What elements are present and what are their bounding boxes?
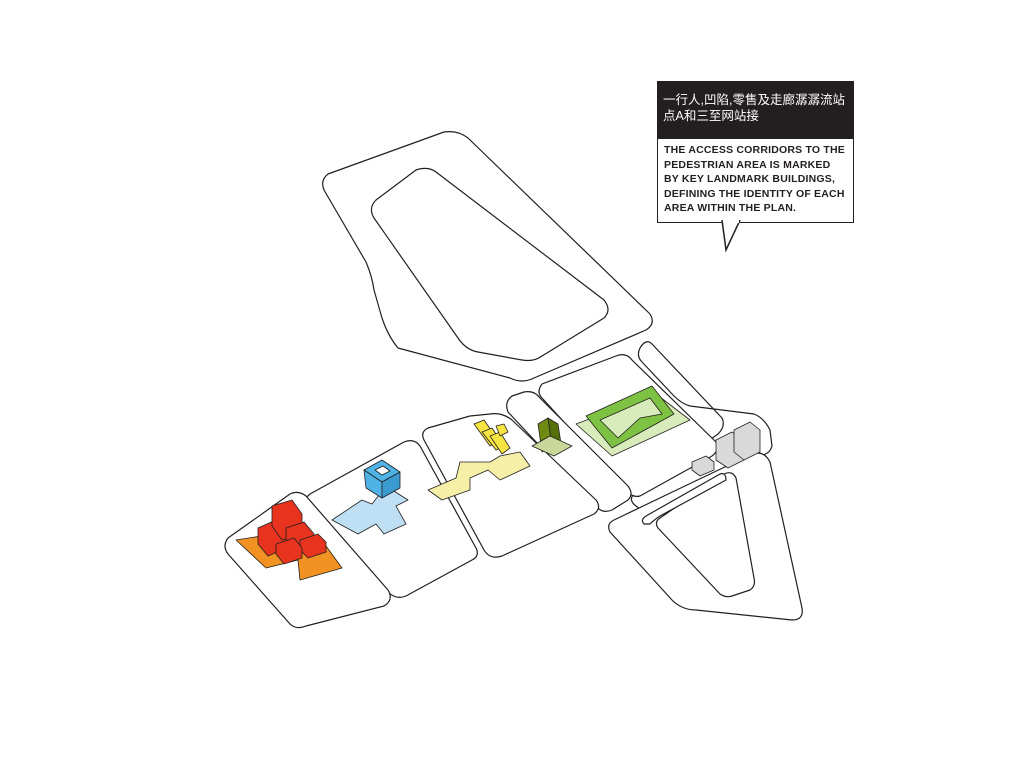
north-block-inner	[370, 167, 609, 362]
annotation-callout: 一行人,凹陷,零售及走廊潺潺流站 点A和三至网站接 THE ACCESS COR…	[657, 81, 854, 223]
blue-tower-right	[381, 471, 401, 499]
green-landmark-group	[575, 385, 691, 457]
callout-title-line-1: 一行人,凹陷,零售及走廊潺潺流站	[663, 93, 845, 107]
yellow-building-3	[489, 431, 511, 455]
callout-body-line-3: BY KEY LANDMARK BUILDINGS,	[664, 173, 836, 185]
callout-title: 一行人,凹陷,零售及走廊潺潺流站 点A和三至网站接	[657, 81, 854, 139]
red-landmark-group	[235, 499, 343, 581]
red-building-5	[275, 537, 303, 565]
grey-building-2	[733, 421, 761, 461]
callout-body-line-4: DEFINING THE IDENTITY OF EACH	[664, 187, 845, 200]
yellow-landmark-group	[427, 419, 531, 501]
callout-pointer	[721, 220, 741, 253]
callout-title-line-2: 点A和三至网站接	[663, 109, 759, 123]
olive-landmark-group	[531, 417, 573, 457]
olive-tower-block	[506, 391, 632, 512]
blue-landmark-group	[331, 459, 409, 535]
blue-base	[331, 485, 409, 535]
callout-body-line-1: THE ACCESS CORRIDORS TO THE	[664, 144, 845, 156]
yellow-building-4	[495, 423, 509, 437]
yellow-block	[422, 413, 600, 558]
blue-tower-void	[374, 465, 391, 476]
south-wedge	[641, 473, 727, 525]
grey-landmark-group	[691, 421, 761, 477]
callout-body-line-2: PEDESTRIAN AREA IS MARKED	[664, 158, 831, 171]
callout-body: THE ACCESS CORRIDORS TO THE PEDESTRIAN A…	[657, 139, 854, 223]
callout-body-line-5: AREA WITHIN THE PLAN.	[664, 202, 797, 214]
green-building-inner	[599, 397, 663, 439]
yellow-base	[427, 451, 531, 501]
grey-building-3	[691, 455, 715, 477]
olive-tower-base	[531, 435, 573, 457]
